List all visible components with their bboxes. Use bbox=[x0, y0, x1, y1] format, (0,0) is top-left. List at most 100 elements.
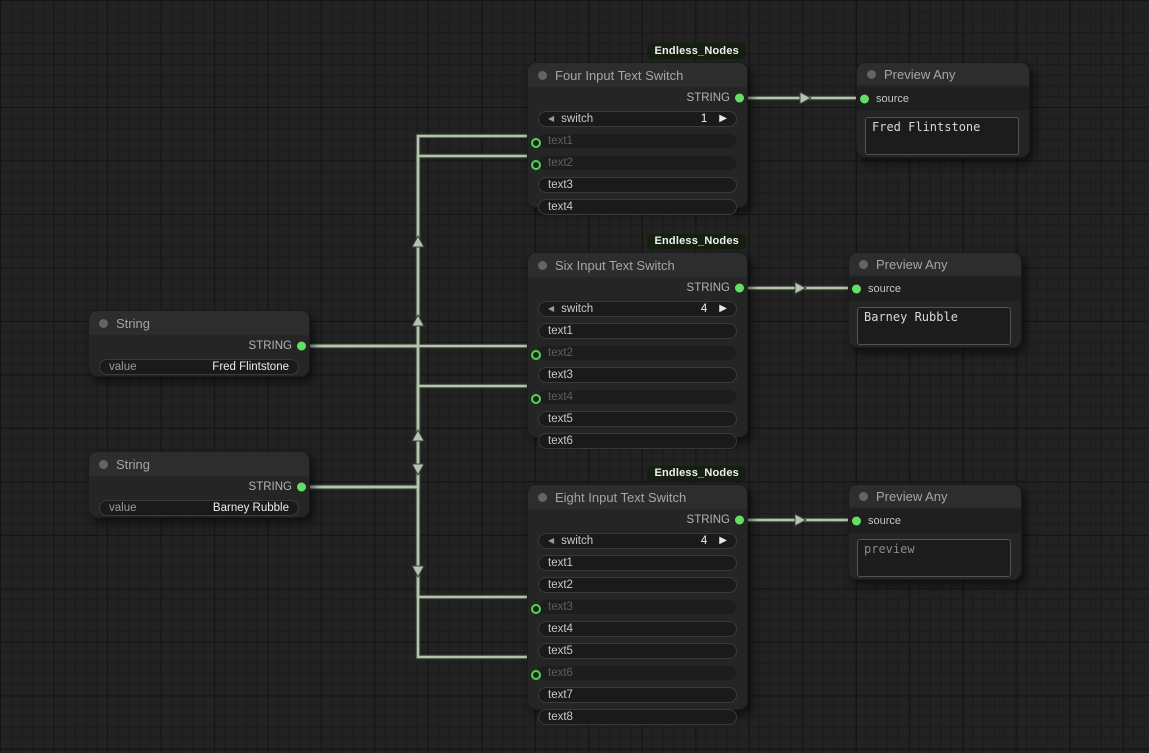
node-title-bar[interactable]: Four Input Text Switch bbox=[528, 63, 747, 87]
switch-widget-value: 4 bbox=[700, 303, 708, 315]
node-string-barney[interactable]: String STRING value Barney Rubble bbox=[88, 451, 310, 518]
node-eight-input-text-switch[interactable]: Eight Input Text Switch STRING ◀ switch … bbox=[527, 484, 748, 725]
input-row-text4[interactable]: text4 bbox=[528, 389, 747, 409]
input-socket-text4[interactable] bbox=[531, 394, 541, 404]
text-widget-label: text1 bbox=[548, 325, 573, 337]
node-badge-endless-nodes: Endless_Nodes bbox=[647, 466, 746, 481]
collapse-dot-icon[interactable] bbox=[538, 260, 547, 270]
output-socket-string[interactable] bbox=[735, 93, 744, 103]
collapse-dot-icon[interactable] bbox=[538, 70, 547, 80]
node-title-bar[interactable]: Six Input Text Switch bbox=[528, 253, 747, 277]
increment-arrow-icon[interactable]: ▶ bbox=[719, 535, 727, 546]
increment-arrow-icon[interactable]: ▶ bbox=[719, 303, 727, 314]
switch-widget-row[interactable]: ◀ switch 1 ▶ bbox=[528, 111, 747, 131]
source-input-row: source bbox=[857, 87, 1029, 111]
node-title-bar[interactable]: Eight Input Text Switch bbox=[528, 485, 747, 509]
wire-direction-arrows bbox=[411, 91, 813, 579]
switch-widget-label: switch bbox=[561, 535, 594, 547]
node-title-bar[interactable]: Preview Any bbox=[849, 253, 1021, 275]
output-label: STRING bbox=[686, 92, 730, 104]
text-widget-row-text4[interactable]: text4 bbox=[528, 621, 747, 641]
collapse-dot-icon[interactable] bbox=[859, 491, 868, 501]
input-label: text2 bbox=[548, 157, 573, 169]
node-title: Preview Any bbox=[876, 256, 948, 272]
value-widget-row[interactable]: value Fred Flintstone bbox=[89, 359, 309, 379]
text-widget-row-text6[interactable]: text6 bbox=[528, 433, 747, 453]
text-widget-row-text7[interactable]: text7 bbox=[528, 687, 747, 707]
source-input-socket[interactable] bbox=[852, 516, 861, 526]
decrement-arrow-icon[interactable]: ◀ bbox=[548, 304, 555, 313]
node-six-input-text-switch[interactable]: Six Input Text Switch STRING ◀ switch 4 … bbox=[527, 252, 748, 449]
input-socket-text6[interactable] bbox=[531, 670, 541, 680]
output-socket-string[interactable] bbox=[297, 482, 306, 492]
text-widget-row-text8[interactable]: text8 bbox=[528, 709, 747, 729]
text-widget-row-text4[interactable]: text4 bbox=[528, 199, 747, 219]
source-input-socket[interactable] bbox=[852, 284, 861, 294]
collapse-dot-icon[interactable] bbox=[538, 492, 547, 502]
node-title-bar[interactable]: Preview Any bbox=[857, 63, 1029, 85]
output-row: STRING bbox=[528, 87, 747, 109]
collapse-dot-icon[interactable] bbox=[99, 459, 108, 469]
decrement-arrow-icon[interactable]: ◀ bbox=[548, 536, 555, 545]
output-socket-string[interactable] bbox=[735, 515, 744, 525]
preview-text-area[interactable]: Barney Rubble bbox=[857, 307, 1011, 345]
node-title: Four Input Text Switch bbox=[555, 67, 684, 83]
text-widget-label: text5 bbox=[548, 413, 573, 425]
text-widget-row-text1[interactable]: text1 bbox=[528, 323, 747, 343]
text-widget-row-text3[interactable]: text3 bbox=[528, 177, 747, 197]
input-socket-text2[interactable] bbox=[531, 350, 541, 360]
input-socket-text2[interactable] bbox=[531, 160, 541, 170]
input-row-text1[interactable]: text1 bbox=[528, 133, 747, 153]
source-input-row: source bbox=[849, 509, 1021, 533]
switch-widget-row[interactable]: ◀ switch 4 ▶ bbox=[528, 301, 747, 321]
increment-arrow-icon[interactable]: ▶ bbox=[719, 113, 727, 124]
node-title: Preview Any bbox=[876, 488, 948, 504]
preview-text-area[interactable]: Fred Flintstone bbox=[865, 117, 1019, 155]
source-input-socket[interactable] bbox=[860, 94, 869, 104]
node-string-fred[interactable]: String STRING value Fred Flintstone bbox=[88, 310, 310, 377]
node-title: String bbox=[116, 315, 150, 331]
switch-widget-row[interactable]: ◀ switch 4 ▶ bbox=[528, 533, 747, 553]
preview-text-area[interactable]: preview bbox=[857, 539, 1011, 577]
text-widget-label: text8 bbox=[548, 711, 573, 723]
text-widget-label: text3 bbox=[548, 179, 573, 191]
input-label: text1 bbox=[548, 135, 573, 147]
node-title-bar[interactable]: String bbox=[89, 311, 309, 335]
node-preview-any-bottom[interactable]: Preview Any source preview bbox=[848, 484, 1022, 580]
input-row-text2[interactable]: text2 bbox=[528, 345, 747, 365]
input-row-text2[interactable]: text2 bbox=[528, 155, 747, 175]
text-widget-label: text6 bbox=[548, 435, 573, 447]
node-title: String bbox=[116, 456, 150, 472]
node-title-bar[interactable]: String bbox=[89, 452, 309, 476]
text-widget-label: text4 bbox=[548, 623, 573, 635]
input-socket-text3[interactable] bbox=[531, 604, 541, 614]
node-preview-any-middle[interactable]: Preview Any source Barney Rubble bbox=[848, 252, 1022, 348]
collapse-dot-icon[interactable] bbox=[867, 69, 876, 79]
output-socket-string[interactable] bbox=[297, 341, 306, 351]
input-row-text6[interactable]: text6 bbox=[528, 665, 747, 685]
widget-value: Barney Rubble bbox=[212, 502, 289, 514]
input-label: text6 bbox=[548, 667, 573, 679]
node-badge-endless-nodes: Endless_Nodes bbox=[647, 44, 746, 59]
node-badge-endless-nodes: Endless_Nodes bbox=[647, 234, 746, 249]
decrement-arrow-icon[interactable]: ◀ bbox=[548, 114, 555, 123]
value-widget-row[interactable]: value Barney Rubble bbox=[89, 500, 309, 520]
collapse-dot-icon[interactable] bbox=[859, 259, 868, 269]
output-socket-string[interactable] bbox=[735, 283, 744, 293]
node-preview-any-top[interactable]: Preview Any source Fred Flintstone bbox=[856, 62, 1030, 158]
text-widget-row-text5[interactable]: text5 bbox=[528, 643, 747, 663]
node-title-bar[interactable]: Preview Any bbox=[849, 485, 1021, 507]
text-widget-label: text1 bbox=[548, 557, 573, 569]
switch-widget-label: switch bbox=[561, 303, 594, 315]
source-input-row: source bbox=[849, 277, 1021, 301]
text-widget-row-text3[interactable]: text3 bbox=[528, 367, 747, 387]
input-socket-text1[interactable] bbox=[531, 138, 541, 148]
text-widget-row-text5[interactable]: text5 bbox=[528, 411, 747, 431]
collapse-dot-icon[interactable] bbox=[99, 318, 108, 328]
input-row-text3[interactable]: text3 bbox=[528, 599, 747, 619]
text-widget-row-text2[interactable]: text2 bbox=[528, 577, 747, 597]
text-widget-row-text1[interactable]: text1 bbox=[528, 555, 747, 575]
node-four-input-text-switch[interactable]: Four Input Text Switch STRING ◀ switch 1… bbox=[527, 62, 748, 215]
input-label: text3 bbox=[548, 601, 573, 613]
